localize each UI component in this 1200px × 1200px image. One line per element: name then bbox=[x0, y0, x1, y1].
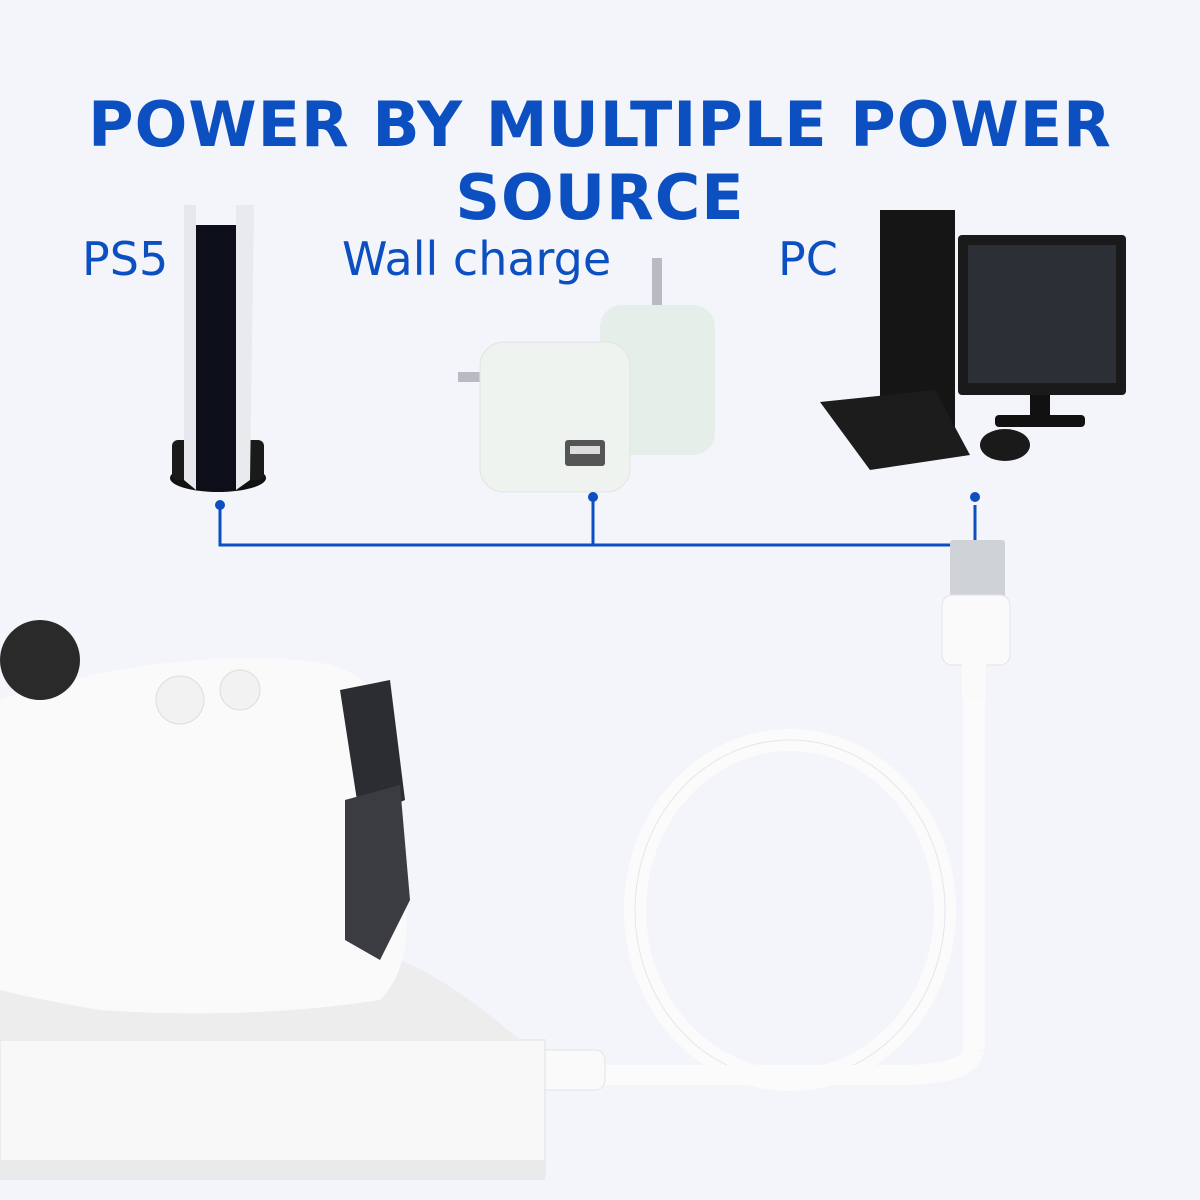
source-label-wall-charge: Wall charge bbox=[342, 232, 612, 286]
ps5-console-image bbox=[170, 205, 266, 492]
headline: POWER BY MULTIPLE POWER SOURCE bbox=[88, 88, 1112, 234]
source-label-pc: PC bbox=[778, 232, 838, 286]
desktop-pc-image bbox=[820, 210, 1126, 470]
wall-charger-image bbox=[458, 258, 715, 493]
connection-lines bbox=[218, 497, 977, 547]
usb-cable-image bbox=[490, 540, 1011, 1091]
source-label-ps5: PS5 bbox=[82, 232, 169, 286]
connection-dots bbox=[215, 492, 980, 510]
controller-on-charging-dock-image bbox=[0, 620, 546, 1180]
